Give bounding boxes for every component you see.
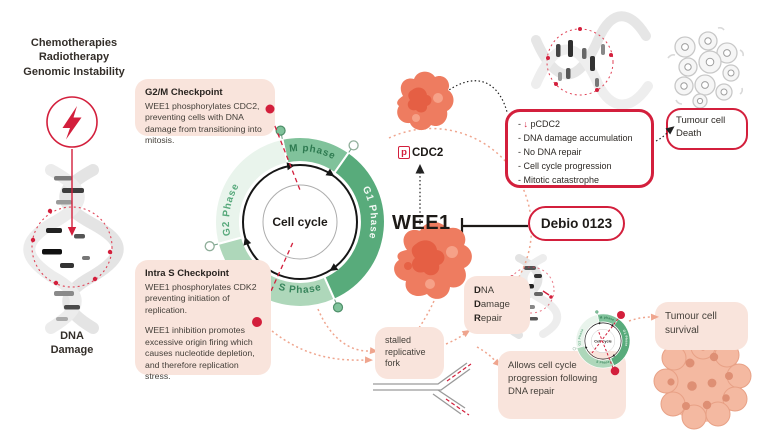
cellcycle-to-stalled-arrow xyxy=(317,308,371,352)
genotoxic-stress-icon xyxy=(46,96,98,236)
intra-s-checkpoint-box: Intra S Checkpoint WEE1 phosphorylates C… xyxy=(135,260,271,381)
segment-g1-phase xyxy=(323,151,386,301)
outcome-progression: - Cell cycle progression xyxy=(518,160,612,171)
damaged-dna-fragments xyxy=(556,40,605,87)
ddr-line2: Damage xyxy=(474,298,510,310)
intra-s-body2: WEE1 inhibition promotes excessive origi… xyxy=(145,325,255,382)
cause-chemotherapies: Chemotherapies xyxy=(30,37,118,49)
g2m-checkpoint-box: G2/M Checkpoint WEE1 phosphorylates CDC2… xyxy=(135,79,275,145)
intra-s-body1: WEE1 phosphorylates CDK2 preventing init… xyxy=(145,282,257,315)
m-phase-label: M phase xyxy=(289,143,337,162)
svg-text:G2 Phase: G2 Phase xyxy=(221,182,242,237)
g1-phase-label: G1 Phase xyxy=(360,185,378,241)
mini-checkpoint-dot-top xyxy=(617,311,625,319)
tumour-death-cells xyxy=(667,26,744,109)
stress-causes-label: Chemotherapies Radiotherapy Genomic Inst… xyxy=(4,36,144,79)
outcomes-box: - ↓ pCDC2 - DNA damage accumulation - No… xyxy=(505,109,654,188)
survival-nuclei xyxy=(667,343,733,410)
dna-damage-label: DNA Damage xyxy=(50,330,94,356)
segment-m-phase xyxy=(281,136,351,175)
down-arrow-icon: ↓ xyxy=(523,119,529,129)
ddr-box: DNA Damage Repair xyxy=(464,276,530,334)
pcdc2-protein-blob xyxy=(397,71,454,131)
damaged-dna-helix xyxy=(531,11,653,110)
cause-radiotherapy: Radiotherapy xyxy=(38,51,110,64)
tumour-survival-box: Tumour cell survival xyxy=(655,302,748,350)
cdc2-label: CDC2 xyxy=(412,146,444,159)
node-mg1 xyxy=(348,140,359,151)
outcome-catastrophe: - Mitotic catastrophe xyxy=(518,174,600,185)
outcome-dna-damage: - DNA damage accumulation xyxy=(518,132,633,143)
outcome-no-repair: - No DNA repair xyxy=(518,146,582,157)
outcome-pcdc2: - ↓ pCDC2 xyxy=(518,119,561,129)
cycle-to-survival-arrow xyxy=(628,316,652,322)
cell-cycle-center xyxy=(262,184,338,260)
lightning-icon xyxy=(62,106,82,140)
damage-dots xyxy=(30,208,113,286)
ddr-to-allows-arrow xyxy=(476,346,497,363)
allows-progression-box: Allows cell cycle progression following … xyxy=(498,351,626,419)
cell-cycle-center-label: Cell cycle xyxy=(272,215,328,229)
pcdc2-arrowhead xyxy=(415,164,425,174)
tumour-death-box: Tumour cell Death xyxy=(666,108,748,150)
intras-to-stalled-arrow xyxy=(271,330,367,361)
stalled-to-ddr-arrow xyxy=(445,333,465,345)
intra-s-title: Intra S Checkpoint xyxy=(145,268,229,279)
node-g2s xyxy=(204,241,215,252)
s-phase-label: S Phase xyxy=(277,282,322,296)
wee1-label: WEE1 xyxy=(392,212,451,234)
stalled-to-wee1-arrow xyxy=(418,295,437,329)
svg-text:M phase: M phase xyxy=(289,143,337,162)
svg-text:S Phase: S Phase xyxy=(277,282,323,296)
pcdc2-label: p CDC2 xyxy=(398,146,443,159)
phospho-badge: p xyxy=(398,146,410,159)
ddr-line1: DNA xyxy=(474,285,495,296)
dna-damage-helix xyxy=(23,164,124,334)
g2m-body: WEE1 phosphorylates CDC2, preventing cel… xyxy=(145,101,262,146)
damage-arrowhead xyxy=(67,227,77,236)
segment-g2-phase xyxy=(214,137,289,246)
cause-genomic-instability: Genomic Instability xyxy=(23,65,125,78)
ddr-line3: Repair xyxy=(474,312,502,324)
debio-0123-pill: Debio 0123 xyxy=(528,206,625,241)
damage-zone-circle xyxy=(31,206,113,288)
node-sg1 xyxy=(332,302,344,313)
stalled-fork-box: stalled replicative fork xyxy=(375,327,444,379)
cycle-direction-arrows xyxy=(243,162,339,271)
node-g2m xyxy=(275,125,286,136)
inhibition-connector xyxy=(460,218,528,234)
g2-phase-label: G2 Phase xyxy=(221,182,241,237)
g2m-title: G2/M Checkpoint xyxy=(145,87,223,98)
svg-text:G1 Phase: G1 Phase xyxy=(360,185,379,241)
dna-rungs xyxy=(42,176,90,321)
pcdc2-to-outcomes-line xyxy=(445,80,508,113)
